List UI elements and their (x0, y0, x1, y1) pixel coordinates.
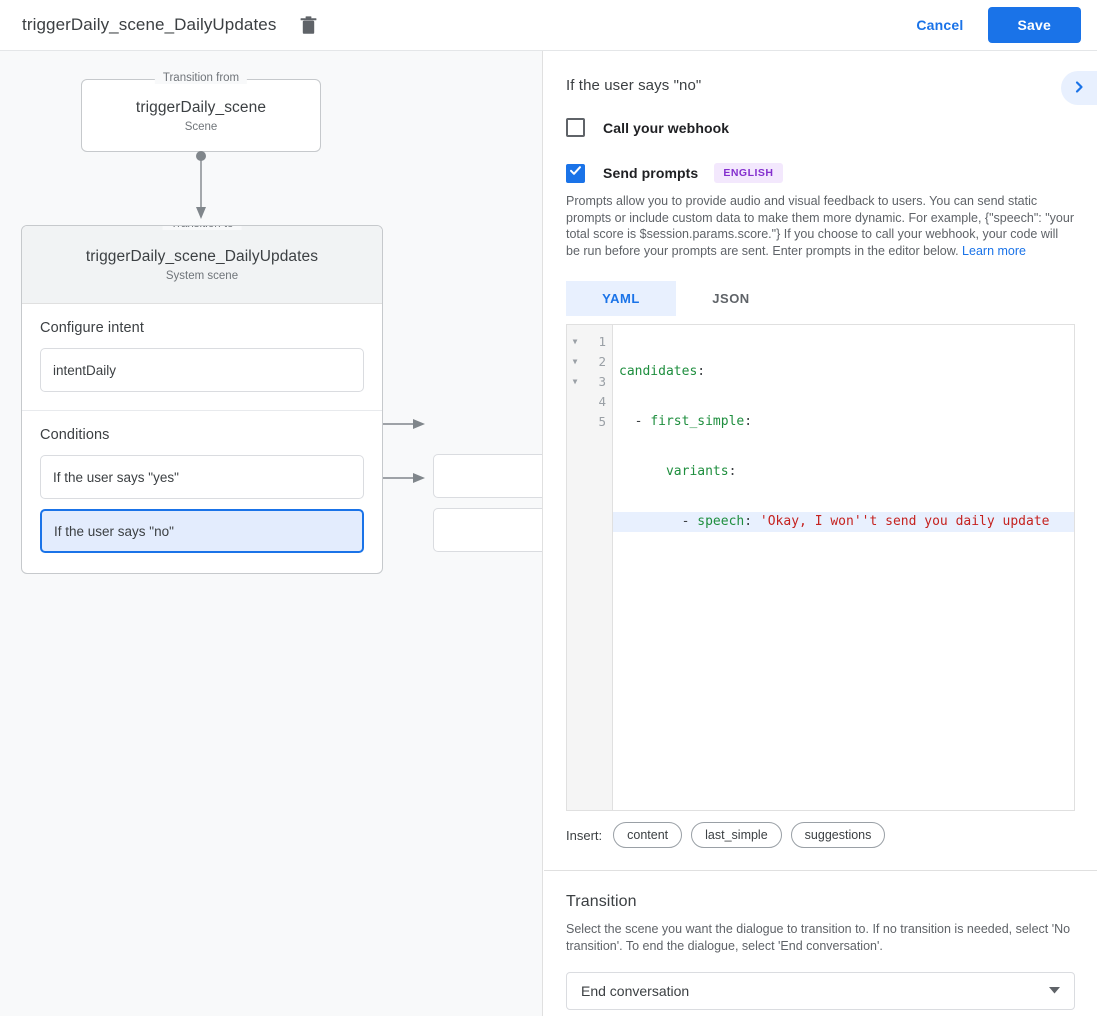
code-dash: - (634, 414, 651, 429)
gutter-row: 5 (567, 412, 612, 432)
insert-chip-content[interactable]: content (613, 822, 683, 848)
cancel-button[interactable]: Cancel (900, 8, 979, 42)
line-number: 3 (598, 374, 606, 389)
send-prompts-checkbox[interactable] (566, 163, 585, 183)
code-line: candidates: (613, 362, 1074, 382)
page-title: triggerDaily_scene_DailyUpdates (22, 15, 277, 34)
checkmark-icon (569, 164, 582, 182)
transition-select[interactable]: End conversation (566, 972, 1075, 1010)
code-line (613, 562, 1074, 582)
transition-target-box-yes[interactable] (433, 454, 542, 498)
panel-title: If the user says "no" (566, 77, 702, 94)
conditions-section: Conditions If the user says "yes" If the… (22, 410, 382, 571)
section-divider (544, 870, 1097, 871)
code-key: candidates (619, 364, 698, 379)
code-dash: - (681, 514, 698, 529)
code-line: variants: (613, 462, 1074, 482)
condition-item-yes[interactable]: If the user says "yes" (40, 455, 364, 499)
transition-from-subtitle: Scene (184, 120, 218, 133)
editor-code-area[interactable]: candidates: - first_simple: variants: - … (613, 325, 1074, 810)
transition-section: Transition Select the scene you want the… (566, 871, 1075, 1010)
code-colon: : (697, 364, 706, 379)
transition-to-legend: Transition to (162, 226, 242, 230)
code-line: - first_simple: (613, 412, 1074, 432)
transition-to-title: triggerDaily_scene_DailyUpdates (85, 247, 319, 265)
editor-gutter: ▼1 ▼2 ▼3 4 5 (567, 325, 613, 810)
code-colon: : (744, 514, 760, 529)
line-number: 4 (598, 394, 606, 409)
top-bar: triggerDaily_scene_DailyUpdates Cancel S… (0, 0, 1097, 51)
line-number: 1 (598, 334, 606, 349)
fold-arrow-icon[interactable]: ▼ (572, 377, 578, 386)
delete-button[interactable] (294, 11, 322, 39)
transition-to-subtitle: System scene (165, 269, 239, 282)
gutter-row: 4 (567, 392, 612, 412)
code-colon: : (744, 414, 753, 429)
call-webhook-label: Call your webhook (603, 119, 730, 136)
transition-select-value: End conversation (581, 983, 690, 999)
fold-arrow-icon[interactable]: ▼ (572, 337, 578, 346)
transition-from-legend: Transition from (154, 72, 248, 84)
line-number: 2 (598, 354, 606, 369)
scene-graph-canvas[interactable]: Transition from triggerDaily_scene Scene… (0, 51, 543, 1016)
call-webhook-row[interactable]: Call your webhook (566, 118, 1075, 137)
configure-intent-label: Configure intent (40, 320, 144, 336)
code-colon: : (728, 464, 737, 479)
tab-json[interactable]: JSON (676, 281, 786, 316)
code-value: 'Okay, I won''t send you daily update (759, 514, 1050, 529)
transition-to-node[interactable]: Transition to triggerDaily_scene_DailyUp… (21, 225, 383, 574)
condition-item-no[interactable]: If the user says "no" (40, 509, 364, 553)
fold-arrow-icon[interactable]: ▼ (572, 357, 578, 366)
code-indent (619, 414, 635, 429)
insert-chip-last-simple[interactable]: last_simple (691, 822, 782, 848)
code-key: speech (697, 514, 745, 529)
language-badge: ENGLISH (714, 163, 783, 183)
transition-description: Select the scene you want the dialogue t… (566, 922, 1071, 953)
code-key: variants (665, 464, 729, 479)
trash-icon (300, 15, 317, 35)
insert-chip-suggestions[interactable]: suggestions (790, 822, 886, 848)
transition-from-node[interactable]: Transition from triggerDaily_scene Scene (81, 72, 321, 152)
code-indent (619, 514, 682, 529)
code-indent (619, 464, 666, 479)
tab-yaml[interactable]: YAML (566, 281, 676, 316)
chevron-down-icon (1049, 986, 1060, 996)
editor-format-tabs: YAML JSON (566, 281, 1075, 316)
expand-panel-button[interactable] (1061, 71, 1097, 105)
transition-target-box-no[interactable] (433, 508, 542, 552)
gutter-row: ▼3 (567, 372, 612, 392)
configure-intent-section: Configure intent intentDaily (22, 304, 382, 410)
line-number: 5 (598, 414, 606, 429)
save-button[interactable]: Save (987, 7, 1081, 43)
top-bar-actions: Cancel Save (900, 7, 1081, 43)
prompts-help-body: Prompts allow you to provide audio and v… (566, 194, 1074, 258)
insert-chips-row: Insert: content last_simple suggestions (566, 822, 1075, 848)
code-key: first_simple (650, 414, 745, 429)
chevron-right-icon (1072, 80, 1086, 97)
gutter-row: ▼2 (567, 352, 612, 372)
details-panel: If the user says "no" Call your webhook (544, 51, 1097, 1016)
send-prompts-label: Send prompts (603, 165, 699, 181)
transition-title: Transition (566, 893, 637, 910)
intent-field[interactable]: intentDaily (40, 348, 364, 392)
code-line: - speech: 'Okay, I won''t send you daily… (613, 512, 1074, 532)
insert-label: Insert: (566, 827, 603, 843)
gutter-row: ▼1 (567, 332, 612, 352)
send-prompts-row[interactable]: Send prompts ENGLISH (566, 163, 1075, 183)
transition-from-title: triggerDaily_scene (135, 98, 267, 116)
call-webhook-checkbox[interactable] (566, 118, 585, 137)
prompts-help-text: Prompts allow you to provide audio and v… (566, 193, 1075, 259)
conditions-label: Conditions (40, 427, 110, 443)
transition-to-header: triggerDaily_scene_DailyUpdates System s… (22, 226, 382, 304)
panel-header: If the user says "no" (566, 51, 1097, 105)
prompt-code-editor[interactable]: ▼1 ▼2 ▼3 4 5 candidates: - first_simple:… (566, 324, 1075, 811)
learn-more-link[interactable]: Learn more (962, 243, 1026, 258)
